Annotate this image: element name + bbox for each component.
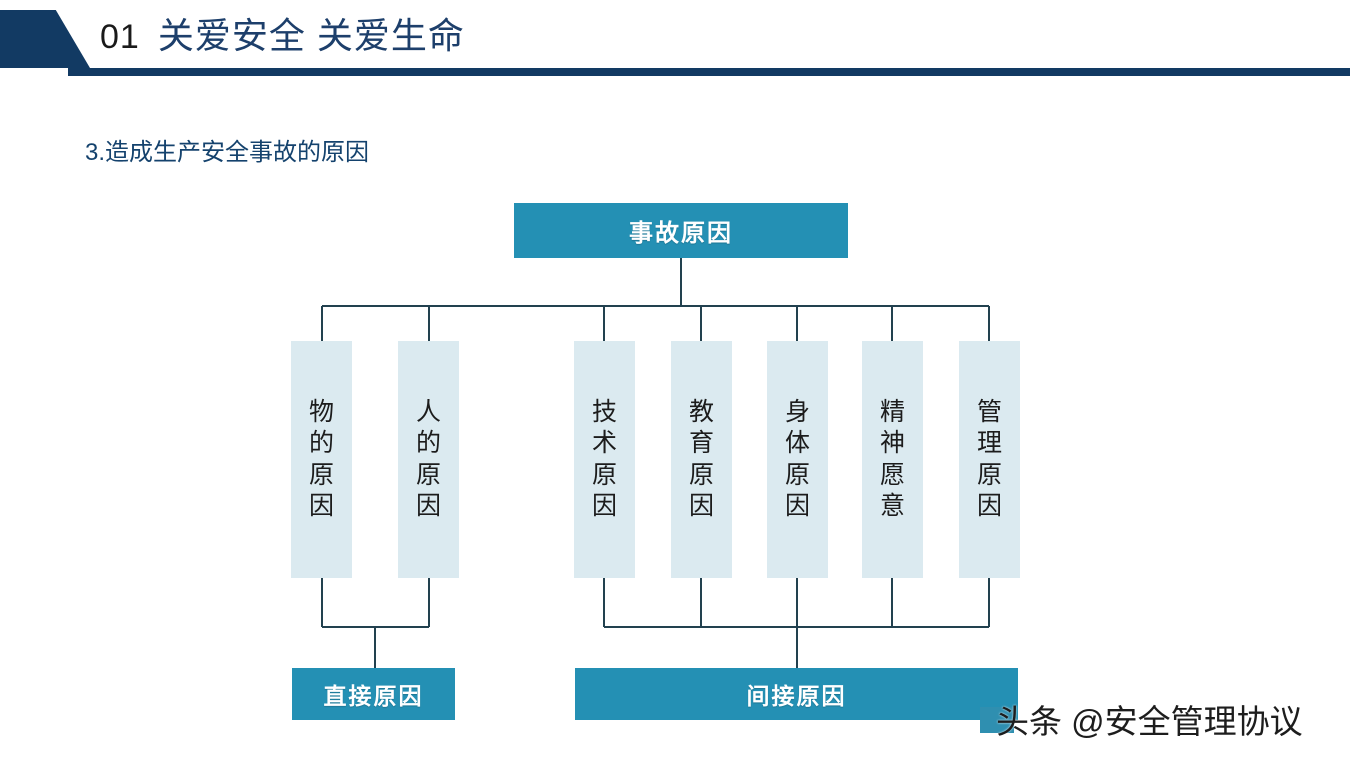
node-root-label: 事故原因 [629, 220, 733, 247]
node-leaf-label: 管理原因 [976, 397, 1002, 521]
node-leaf-label: 精神愿意 [879, 397, 905, 521]
watermark: 头条 @安全管理协议 [980, 697, 1303, 741]
section-number: 01 [100, 18, 140, 56]
node-summary-label: 直接原因 [323, 683, 424, 709]
node-leaf-human-cause[interactable]: 人的原因 [398, 341, 459, 578]
page-title: 01 关爱安全 关爱生命 [100, 8, 465, 64]
node-leaf-mental-cause[interactable]: 精神愿意 [862, 341, 923, 578]
node-leaf-physical-cause[interactable]: 身体原因 [767, 341, 828, 578]
node-leaf-technical-cause[interactable]: 技术原因 [574, 341, 635, 578]
section-title-text: 关爱安全 关爱生命 [157, 15, 465, 56]
node-leaf-label: 教育原因 [688, 397, 714, 521]
slide-header: 01 关爱安全 关爱生命 [0, 0, 1350, 90]
watermark-text: 头条 @安全管理协议 [996, 703, 1303, 740]
node-leaf-education-cause[interactable]: 教育原因 [671, 341, 732, 578]
node-leaf-label: 技术原因 [591, 397, 617, 521]
watermark-block-icon [980, 707, 1014, 733]
node-leaf-material-cause[interactable]: 物的原因 [291, 341, 352, 578]
node-summary-direct-cause[interactable]: 直接原因 [292, 668, 455, 720]
node-leaf-label: 身体原因 [784, 397, 810, 521]
header-rule-divider [68, 68, 1350, 76]
node-summary-indirect-cause[interactable]: 间接原因 [575, 668, 1018, 720]
node-root-accident-cause[interactable]: 事故原因 [514, 203, 848, 258]
node-leaf-label: 人的原因 [415, 397, 441, 521]
node-leaf-management-cause[interactable]: 管理原因 [959, 341, 1020, 578]
subsection-heading: 3.造成生产安全事故的原因 [85, 139, 370, 166]
node-summary-label: 间接原因 [746, 683, 847, 709]
node-leaf-label: 物的原因 [308, 397, 334, 521]
